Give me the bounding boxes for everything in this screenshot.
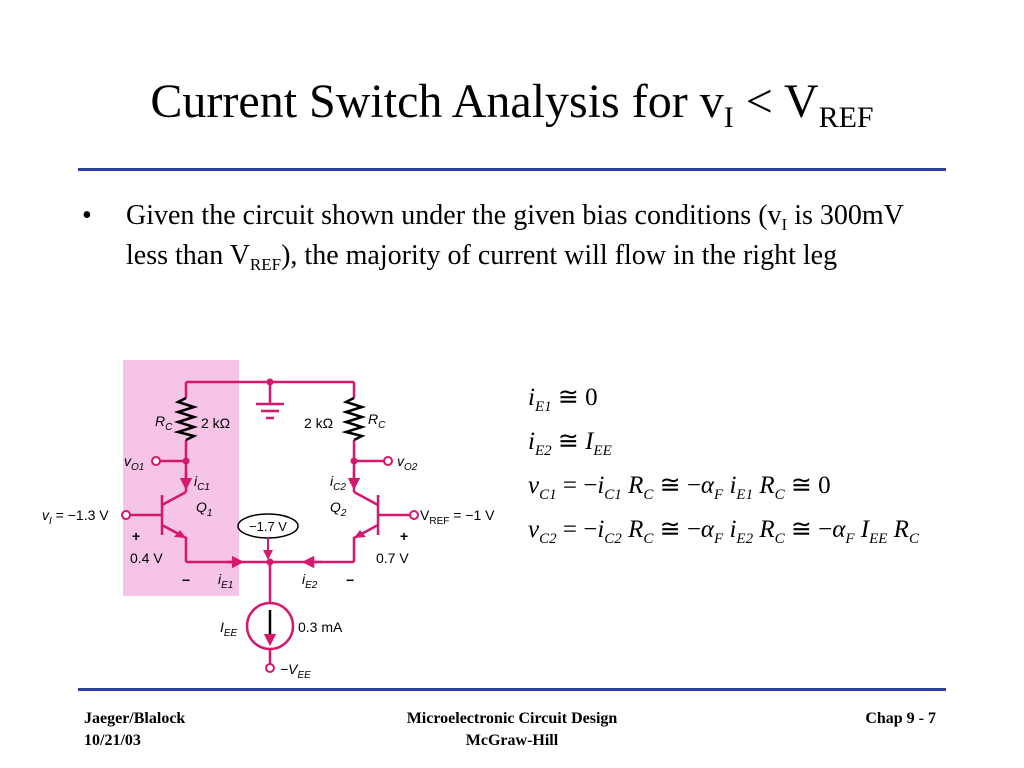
- junction-dot: [350, 457, 358, 465]
- footer-date: 10/21/03: [84, 732, 141, 749]
- q2-label: Q2: [330, 499, 347, 519]
- junction-dot: [266, 558, 274, 566]
- ie1-label: iE1: [218, 571, 233, 591]
- junction-dot: [182, 457, 190, 465]
- slide-title: Current Switch Analysis for vI < VREF: [0, 72, 1024, 134]
- bullet-marker: •: [82, 200, 92, 231]
- vbe-right-value: 0.7 V: [376, 550, 409, 566]
- q2-emitter-arrow: [354, 530, 366, 538]
- top-divider: [78, 168, 946, 171]
- rc-right-label: RC: [368, 411, 386, 431]
- q2-collector-lead: [353, 490, 379, 507]
- ic1-label: iC1: [194, 473, 210, 493]
- footer-author-name: Jaeger/Blalock: [84, 710, 186, 727]
- title-text: Current Switch Analysis for v: [150, 75, 724, 128]
- vbe-left-minus: −: [182, 572, 190, 588]
- footer-authors: Jaeger/Blalock 10/21/03: [84, 708, 185, 752]
- vee-terminal: [265, 663, 275, 673]
- rc-left-label: RC: [155, 413, 173, 433]
- bullet-part1: Given the circuit shown under the given …: [126, 200, 782, 231]
- footer-book-title: Microelectronic Circuit Design: [406, 710, 618, 727]
- equation-vc1: vC1 = −iC1 RC ≅ −αF iE1 RC ≅ 0: [528, 472, 831, 503]
- bullet-text: Given the circuit shown under the given …: [126, 196, 946, 276]
- rc-right-resistor: [341, 396, 367, 442]
- vo1-terminal: [151, 456, 161, 466]
- vref-label: VREF = −1 V: [420, 507, 495, 527]
- vref-terminal: [409, 510, 419, 520]
- footer-publisher: McGraw-Hill: [465, 732, 559, 749]
- footer-page: Chap 9 - 7: [865, 710, 936, 727]
- rc-left-value: 2 kΩ: [201, 415, 230, 431]
- current-switch-circuit: RC 2 kΩ 2 kΩ RC vO1 vO2 iC1 iC2 Q1 Q2 vI…: [42, 360, 495, 681]
- rc-right-value: 2 kΩ: [304, 415, 333, 431]
- bullet-part2: is 300mV less than V: [126, 200, 904, 271]
- q1-emitter-arrow: [174, 530, 186, 538]
- q1-label: Q1: [196, 499, 212, 519]
- iee-source-circle: [245, 601, 295, 651]
- rc-left-resistor: [173, 396, 199, 442]
- vo2-terminal: [383, 456, 393, 466]
- equation-ie1: iE1 ≅ 0: [528, 384, 598, 415]
- vbe-left-value: 0.4 V: [130, 550, 163, 566]
- title-sub-ref: REF: [818, 101, 874, 134]
- bullet-sub-ref: REF: [249, 255, 282, 274]
- ground-icon: [256, 402, 284, 420]
- bullet-part3: ), the majority of current will flow in …: [281, 240, 838, 271]
- junction-dot: [266, 378, 274, 386]
- iee-label: IEE: [220, 619, 238, 639]
- vi-terminal: [121, 510, 131, 520]
- bullet-sub-i: I: [781, 215, 788, 234]
- vee-label: −VEE: [280, 661, 311, 681]
- equation-vc2: vC2 = −iC2 RC ≅ −αF iE2 RC ≅ −αF IEE RC: [528, 516, 919, 547]
- title-mid: < V: [733, 75, 819, 128]
- ic2-label: iC2: [330, 473, 346, 493]
- vbe-right-plus: +: [400, 528, 408, 544]
- vbe-right-minus: −: [346, 572, 354, 588]
- vo1-label: vO1: [124, 453, 144, 473]
- iee-value: 0.3 mA: [298, 619, 343, 635]
- title-sub-i: I: [723, 101, 734, 134]
- q1-collector-lead: [161, 490, 187, 507]
- vo2-label: vO2: [397, 453, 418, 473]
- q2-emitter-lead: [352, 523, 379, 562]
- bottom-divider: [78, 688, 946, 691]
- vbe-left-plus: +: [132, 528, 140, 544]
- ie2-label: iE2: [302, 571, 318, 591]
- equation-ie2: iE2 ≅ IEE: [528, 428, 612, 459]
- vi-label: vI = −1.3 V: [42, 507, 109, 527]
- node-voltage-label: −1.7 V: [249, 519, 287, 534]
